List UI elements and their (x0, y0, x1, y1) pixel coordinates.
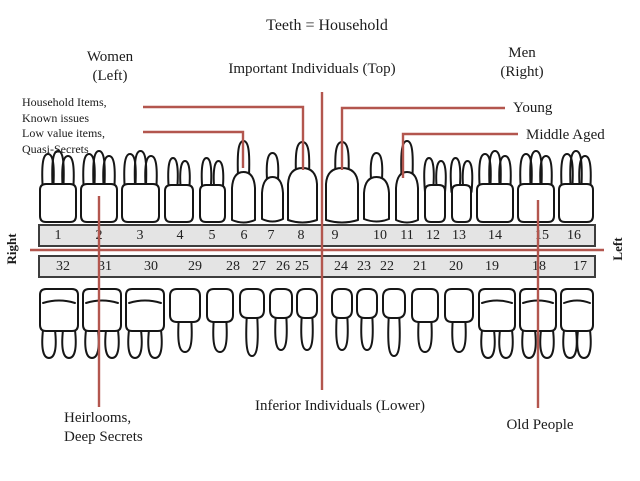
tooth-number-upper: 12 (426, 228, 440, 243)
tooth-drawing (478, 288, 516, 359)
label-line: Heirlooms, (64, 410, 132, 426)
tooth-number-band-upper (38, 224, 596, 247)
tooth-drawing (449, 157, 474, 223)
upper-teeth-row (39, 140, 594, 224)
tooth-drawing (39, 150, 77, 223)
tooth-drawing (199, 157, 226, 223)
tooth-drawing (206, 288, 234, 353)
tooth-number-lower: 24 (334, 259, 348, 274)
tooth-number-upper: 6 (240, 228, 248, 243)
diagram-title: Teeth = Household (266, 17, 388, 34)
tooth-drawing (411, 288, 439, 353)
tooth-number-lower: 29 (188, 259, 202, 274)
tooth-number-lower: 27 (252, 259, 266, 274)
tooth-number-upper: 5 (208, 228, 216, 243)
tooth-number-lower: 20 (449, 259, 463, 274)
tooth-drawing (39, 288, 79, 359)
tooth-number-lower: 30 (144, 259, 158, 274)
tooth-number-lower: 19 (485, 259, 499, 274)
tooth-number-upper: 7 (267, 228, 275, 243)
tooth-number-lower: 25 (295, 259, 309, 274)
tooth-number-upper: 9 (331, 228, 339, 243)
tooth-number-lower: 28 (226, 259, 240, 274)
tooth-drawing (239, 288, 265, 357)
tooth-number-upper: 11 (400, 228, 414, 243)
tooth-number-upper: 13 (452, 228, 466, 243)
label-low-value-items: Low value items, Quasi-Secrets (22, 126, 105, 157)
tooth-drawing (476, 150, 514, 223)
tooth-number-upper: 10 (373, 228, 387, 243)
label-household-items: Household Items, Known issues (22, 95, 107, 126)
label-line: (Left) (92, 68, 128, 84)
connector-middle-aged (401, 132, 518, 178)
label-line: Deep Secrets (64, 429, 143, 445)
tooth-number-upper: 14 (488, 228, 502, 243)
tooth-drawing (121, 150, 160, 223)
tooth-number-lower: 21 (413, 259, 427, 274)
lower-teeth-row (39, 288, 594, 359)
tooth-number-upper: 8 (297, 228, 305, 243)
tooth-number-lower: 31 (98, 259, 112, 274)
tooth-number-upper: 3 (136, 228, 144, 243)
tooth-drawing (231, 140, 256, 224)
label-men-right: Men (Right) (462, 44, 582, 82)
tooth-drawing (331, 288, 353, 351)
tooth-drawing (169, 288, 201, 353)
label-line: Quasi-Secrets (22, 141, 89, 156)
label-important-individuals-top: Important Individuals (Top) (228, 61, 396, 77)
connector-low-value-items (143, 130, 245, 168)
tooth-drawing (269, 288, 293, 351)
tooth-drawing (363, 152, 390, 223)
label-middle-aged: Middle Aged (526, 127, 605, 143)
tooth-drawing (517, 150, 555, 223)
tooth-drawing (296, 288, 318, 351)
tooth-number-band-lower (38, 255, 596, 278)
label-women-left: Women (Left) (50, 48, 170, 86)
connector-lines (30, 92, 604, 408)
tooth-drawing (164, 157, 194, 223)
tooth-number-upper: 1 (54, 228, 62, 243)
label-inferior-individuals-lower: Inferior Individuals (Lower) (255, 398, 425, 414)
tooth-drawing (382, 288, 406, 357)
tooth-number-lower: 26 (276, 259, 290, 274)
tooth-number-upper: 16 (567, 228, 581, 243)
label-heirlooms: Heirlooms, Deep Secrets (64, 409, 143, 447)
tooth-drawing (125, 288, 165, 359)
tooth-number-lower: 22 (380, 259, 394, 274)
tooth-drawing (356, 288, 378, 351)
tooth-drawing (558, 150, 594, 223)
label-old-people: Old People (506, 417, 574, 433)
tooth-drawing (261, 152, 284, 223)
label-line: Household Items, (22, 95, 107, 109)
label-line: Known issues (22, 110, 90, 125)
tooth-drawing (444, 288, 474, 353)
label-line: (Right) (500, 64, 544, 80)
tooth-number-lower: 32 (56, 259, 70, 274)
connector-household-items (143, 105, 305, 170)
tooth-number-lower: 17 (573, 259, 587, 274)
label-line: Low value items, (22, 126, 105, 140)
tooth-drawing (395, 140, 419, 224)
tooth-drawing (423, 157, 447, 223)
label-line: Women (86, 49, 134, 65)
tooth-drawing (82, 288, 122, 359)
label-line: Men (508, 45, 536, 61)
tooth-number-lower: 23 (357, 259, 371, 274)
tooth-number-upper: 4 (176, 228, 184, 243)
label-young: Young (513, 100, 553, 116)
connector-young (340, 106, 505, 170)
tooth-drawing (560, 288, 594, 359)
